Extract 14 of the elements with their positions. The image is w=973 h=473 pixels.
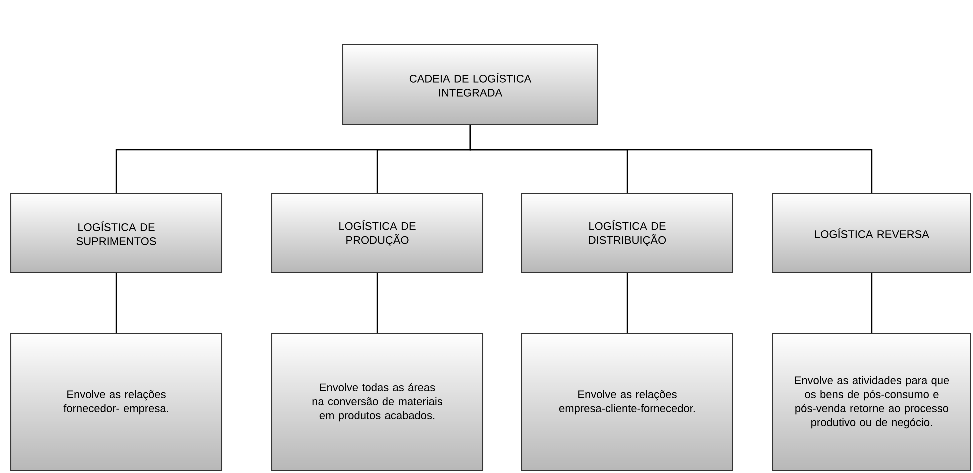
connector-line [116, 273, 118, 334]
description-box: Envolve as atividades para que os bens de pós-consumo e pós-venda retorne ao processo produtivo ou de negócio. [772, 333, 972, 472]
description-box: Envolve as relações empresa-cliente-fornecedor. [522, 333, 734, 472]
title-box: CADEIA DE LOGÍSTICA INTEGRADA [342, 44, 598, 126]
category-box: LOGÍSTICA DE PRODUÇÃO [272, 194, 484, 274]
connector-line [376, 273, 378, 334]
category-box: LOGÍSTICA REVERSA [772, 194, 972, 274]
connector-line [470, 126, 873, 194]
connector-line [626, 273, 628, 334]
description-box: Envolve todas as áreas na conversão de materiais em produtos acabados. [272, 333, 484, 472]
connector-line [871, 273, 873, 334]
category-box: LOGÍSTICA DE SUPRIMENTOS [10, 194, 222, 274]
description-box: Envolve as relações fornecedor- empresa. [10, 333, 222, 472]
category-box: LOGÍSTICA DE DISTRIBUIÇÃO [522, 194, 734, 274]
